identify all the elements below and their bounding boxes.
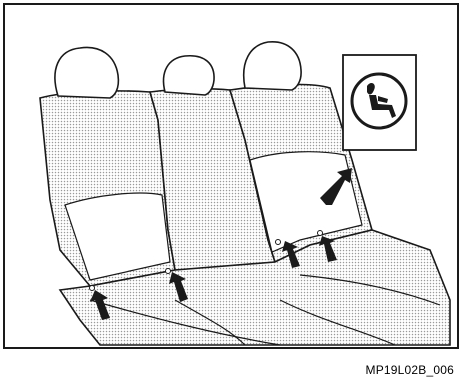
right-headrest [244, 42, 301, 90]
figure-code: MP19L02B_006 [366, 363, 454, 377]
left-headrest [55, 47, 118, 98]
child-seat-icon [343, 55, 416, 150]
headrests [55, 42, 301, 98]
center-headrest [164, 56, 215, 95]
